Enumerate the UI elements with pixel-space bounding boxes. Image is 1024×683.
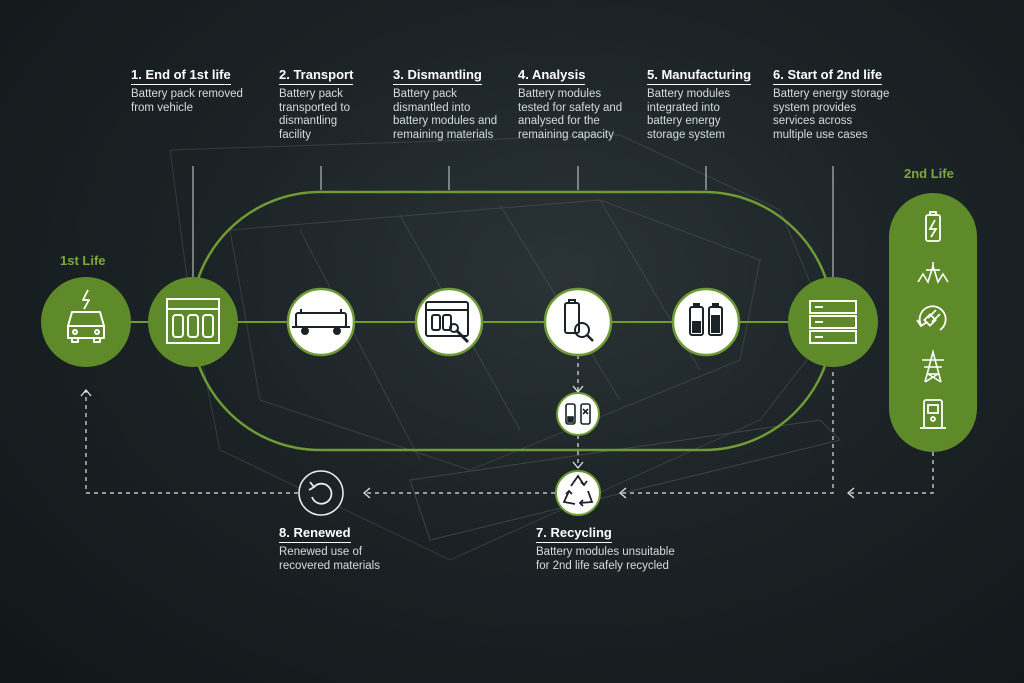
first-life-label: 1st Life	[60, 253, 106, 268]
dashed-return-paths	[85, 355, 934, 494]
step1-node	[148, 277, 238, 367]
step-1: 1. End of 1st life Battery pack removed …	[131, 66, 243, 115]
step2-node	[286, 287, 356, 357]
battery-reject-icon	[565, 403, 591, 425]
step-7-recycling: 7. Recycling Battery modules unsuitable …	[536, 524, 675, 573]
step-3-title: 3. Dismantling	[393, 67, 482, 85]
dashed-arrowheads	[80, 385, 855, 499]
second-life-node	[889, 193, 977, 452]
charging-battery-icon	[925, 211, 941, 242]
step-5: 5. Manufacturing Battery modules integra…	[647, 66, 752, 142]
first-life-node	[41, 277, 131, 367]
step-4-title: 4. Analysis	[518, 67, 586, 85]
step-3: 3. Dismantling Battery pack dismantled i…	[393, 66, 497, 142]
step-4: 4. Analysis Battery modules tested for s…	[518, 66, 622, 142]
analysis-reject-node	[556, 392, 600, 436]
step-5-title: 5. Manufacturing	[647, 67, 752, 85]
recycling-node	[555, 470, 601, 516]
recycle-icon	[562, 474, 594, 507]
charging-station-icon	[920, 399, 946, 429]
battery-modules-icon	[689, 303, 723, 336]
step-8-title: 8. Renewed	[279, 525, 351, 543]
step5-node	[671, 287, 741, 357]
step-6-desc: Battery energy storage system provides s…	[773, 88, 890, 141]
battery-pack-icon	[166, 298, 220, 344]
step6-node	[788, 277, 878, 367]
electric-car-icon	[67, 289, 105, 343]
second-life-label: 2nd Life	[904, 166, 954, 181]
step-8-renewed: 8. Renewed Renewed use of recovered mate…	[279, 524, 380, 573]
battery-magnify-icon	[564, 299, 594, 342]
storage-rack-icon	[809, 300, 857, 344]
grid-power-icon	[917, 262, 949, 284]
background-battery-pack	[169, 134, 841, 561]
step-2: 2. Transport Battery pack transported to…	[279, 66, 354, 142]
step-2-title: 2. Transport	[279, 67, 354, 85]
step-connector-lines	[192, 166, 834, 280]
renewed-node	[298, 470, 344, 516]
step-6-title: 6. Start of 2nd life	[773, 67, 883, 85]
step-4-desc: Battery modules tested for safety and an…	[518, 88, 623, 141]
step4-node	[543, 287, 613, 357]
transmission-tower-icon	[922, 348, 944, 383]
step-5-desc: Battery modules integrated into battery …	[647, 88, 731, 141]
plug-cycle-icon	[916, 305, 947, 331]
dismantling-wrench-icon	[425, 301, 470, 344]
step-7-title: 7. Recycling	[536, 525, 612, 543]
step-7-desc: Battery modules unsuitable for 2nd life …	[536, 546, 675, 572]
step-1-title: 1. End of 1st life	[131, 67, 231, 85]
step3-node	[414, 287, 484, 357]
renew-cycle-icon	[308, 481, 333, 505]
step-6: 6. Start of 2nd life Battery energy stor…	[773, 66, 889, 142]
step-8-desc: Renewed use of recovered materials	[279, 546, 380, 572]
step-2-desc: Battery pack transported to dismantling …	[279, 88, 350, 141]
transport-truck-icon	[292, 309, 350, 335]
step-1-desc: Battery pack removed from vehicle	[131, 88, 243, 114]
step-3-desc: Battery pack dismantled into battery mod…	[393, 88, 498, 141]
